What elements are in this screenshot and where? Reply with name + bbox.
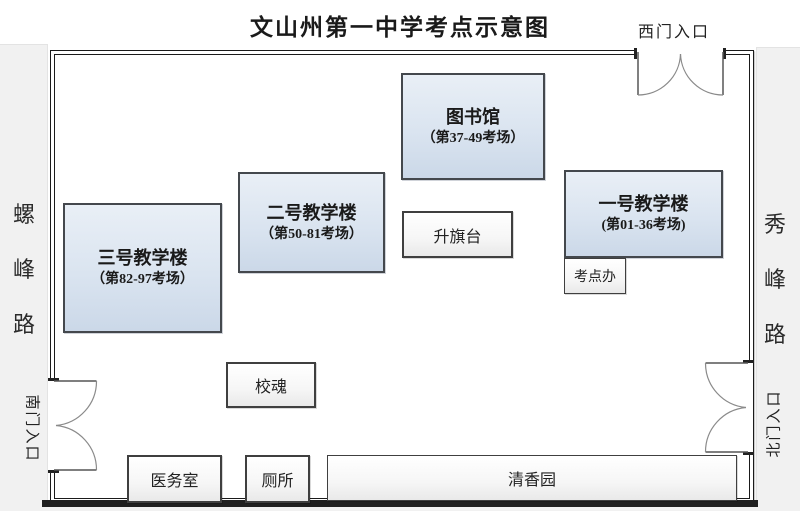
- building-exam-rooms: (第01-36考场): [601, 218, 686, 234]
- south-gate-door-swing-icon: [54, 380, 98, 471]
- building-exam-rooms: （第37-49考场）: [421, 130, 525, 146]
- south-gate-jamb-top: [48, 378, 59, 381]
- road-char: 峰: [12, 257, 35, 282]
- building-teaching-2: 二号教学楼 （第50-81考场）: [238, 172, 385, 273]
- flag-platform-box: 升旗台: [402, 211, 513, 258]
- building-exam-rooms: （第82-97考场）: [91, 272, 194, 288]
- road-label-luofeng: 螺 峰 路: [12, 204, 36, 336]
- road-right-xiufeng: [756, 47, 800, 511]
- medical-room-box: 医务室: [127, 455, 222, 503]
- garden-box: 清香园: [327, 455, 737, 501]
- west-gate-jamb-right: [723, 48, 726, 59]
- south-gate-jamb-bottom: [48, 470, 59, 473]
- road-char: 路: [12, 312, 35, 337]
- exam-office-box: 考点办: [564, 258, 626, 294]
- road-char: 秀: [763, 212, 786, 237]
- page-title: 文山州第一中学考点示意图: [250, 15, 550, 40]
- west-gate-opening: [637, 48, 723, 58]
- road-char: 路: [763, 322, 786, 347]
- road-bottom-strip: [0, 503, 800, 511]
- north-gate-jamb-bottom: [743, 452, 754, 455]
- road-label-xiufeng: 秀 峰 路: [763, 214, 787, 346]
- building-name: 三号教学楼: [97, 248, 188, 269]
- road-left-luofeng: [0, 44, 48, 511]
- campus-wall-bottom-edge: [42, 500, 758, 507]
- building-teaching-3: 三号教学楼 （第82-97考场）: [63, 203, 222, 333]
- south-gate-opening: [49, 381, 58, 470]
- school-soul-box: 校魂: [226, 362, 316, 408]
- north-gate-jamb-top: [743, 360, 754, 363]
- west-gate-label: 西门入口: [637, 24, 710, 41]
- north-gate-door-swing-icon: [704, 362, 748, 453]
- north-gate-label: 北门入口: [766, 389, 783, 458]
- building-exam-rooms: （第50-81考场）: [260, 226, 363, 242]
- building-teaching-1: 一号教学楼 (第01-36考场): [564, 170, 723, 258]
- west-gate-jamb-left: [634, 48, 637, 59]
- road-char: 峰: [763, 267, 786, 292]
- west-gate-door-swing-icon: [637, 52, 724, 96]
- building-name: 一号教学楼: [598, 194, 689, 215]
- road-char: 螺: [12, 202, 35, 227]
- building-name: 二号教学楼: [266, 202, 357, 223]
- building-library: 图书馆 （第37-49考场）: [401, 73, 545, 180]
- building-name: 图书馆: [446, 106, 500, 127]
- south-gate-label: 南门入口: [23, 394, 40, 463]
- north-gate-opening: [744, 363, 753, 452]
- toilet-box: 厕所: [245, 455, 310, 503]
